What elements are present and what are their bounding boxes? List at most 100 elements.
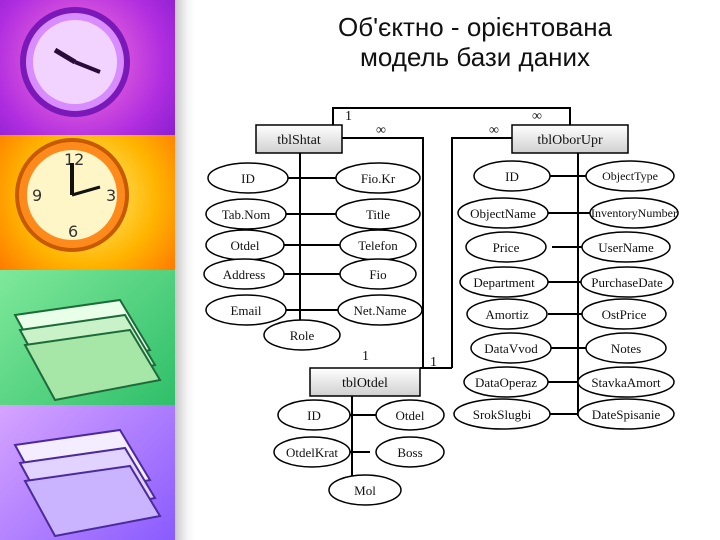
svg-text:Title: Title [366,207,390,222]
slide-title-line-1: Об'єктно - орієнтована [337,12,613,42]
svg-text:Net.Name: Net.Name [353,303,406,318]
svg-text:6: 6 [68,222,78,241]
attribute-ellipse: OtdelKrat [273,436,351,468]
attribute-ellipse: ID [277,399,351,431]
attributes-tblOborUpr: ID ObjectType ObjectName InventoryNumber… [453,160,679,430]
cardinality-one-otdel-obor: 1 [430,355,437,370]
svg-text:9: 9 [32,186,42,205]
books-image-green [0,270,175,405]
svg-text:DataOperaz: DataOperaz [475,375,537,390]
strip-edge-shadow [175,0,195,540]
cardinality-many-shtat: ∞ [376,123,386,138]
svg-text:Price: Price [493,240,520,255]
cardinality-one-otdel-shtat: 1 [362,349,369,364]
slide-title: Об'єктно - орієнтована модель бази даних [300,12,650,72]
svg-text:ID: ID [241,171,255,186]
svg-text:InventoryNumber: InventoryNumber [591,206,677,220]
svg-text:Department: Department [473,275,535,290]
attribute-ellipse: Net.Name [337,294,423,326]
svg-text:UserName: UserName [598,240,654,255]
attributes-tblShtat: ID Fio.Kr Tab.Nom Title Otdel Telefon Ad… [203,162,423,351]
svg-text:OtdelKrat: OtdelKrat [286,445,338,460]
clock-icon: 12 3 6 9 [15,138,129,252]
svg-text:DataVvod: DataVvod [484,341,538,356]
svg-text:Amortiz: Amortiz [485,307,529,322]
slide-title-line-2: модель бази даних [359,42,591,72]
svg-text:Address: Address [223,267,266,282]
attribute-ellipse: PurchaseDate [580,266,674,298]
attribute-ellipse: DateSpisanie [577,398,675,430]
attribute-ellipse: Telefon [339,229,417,261]
entity-tblOborUpr: tblOborUpr [511,124,629,154]
attribute-ellipse: Notes [585,332,667,364]
entity-tblShtat: tblShtat [255,124,343,154]
link-shtat-otdel [342,137,424,368]
attribute-ellipse: InventoryNumber [589,197,679,229]
svg-text:Role: Role [290,328,315,343]
svg-text:ID: ID [307,408,321,423]
attribute-ellipse: OstPrice [581,298,667,330]
attribute-ellipse: Otdel [375,399,445,431]
svg-text:12: 12 [64,150,84,169]
attribute-ellipse: Mol [328,474,402,506]
entity-name: tblOtdel [342,376,388,391]
attribute-ellipse: Amortiz [466,298,548,330]
attribute-ellipse: Boss [375,436,445,468]
attribute-ellipse: Department [459,266,549,298]
attribute-ellipse: Role [263,319,341,351]
attribute-ellipse: ID [473,160,551,192]
attribute-ellipse: Price [465,231,547,263]
attribute-ellipse: ObjectType [585,160,675,192]
svg-text:ID: ID [505,169,519,184]
svg-text:PurchaseDate: PurchaseDate [591,275,663,290]
books-icon [13,428,162,538]
svg-text:StavkaAmort: StavkaAmort [591,375,661,390]
svg-text:Otdel: Otdel [396,408,425,423]
svg-text:Telefon: Telefon [358,238,398,253]
attribute-ellipse: SrokSlugbi [453,398,551,430]
cardinality-many-obor: ∞ [489,123,499,138]
attribute-ellipse: DataOperaz [463,366,549,398]
svg-text:Fio: Fio [369,267,386,282]
svg-text:SrokSlugbi: SrokSlugbi [473,407,532,422]
entity-tblOtdel: tblOtdel [309,367,421,397]
svg-text:Mol: Mol [354,483,376,498]
cardinality-one-shtat-obor: 1 [345,109,352,124]
relationship-lines [272,107,590,488]
clock-image-orange: 12 3 6 9 [0,135,175,270]
attributes-tblOtdel: ID Otdel OtdelKrat Boss Mol [273,399,445,506]
svg-text:Fio.Kr: Fio.Kr [361,171,396,186]
clock-icon [20,7,130,117]
attribute-ellipse: UserName [581,231,671,263]
attribute-ellipse: Otdel [205,229,285,261]
entity-name: tblOborUpr [537,133,603,148]
attribute-ellipse: Title [335,198,421,230]
svg-text:Tab.Nom: Tab.Nom [222,207,271,222]
clock-image-purple [0,0,175,135]
attribute-ellipse: ID [207,162,289,194]
svg-text:OstPrice: OstPrice [602,307,647,322]
attribute-ellipse: Fio [339,258,417,290]
attribute-ellipse: StavkaAmort [577,366,675,398]
link-otdel-obor [451,137,512,368]
svg-text:Email: Email [230,303,261,318]
books-image-violet [0,405,175,540]
svg-text:Boss: Boss [397,445,422,460]
svg-text:3: 3 [106,186,116,205]
attribute-ellipse: Fio.Kr [335,162,421,194]
attribute-ellipse: DataVvod [470,332,552,364]
link-shtat-obor [332,107,571,125]
svg-text:Otdel: Otdel [231,238,260,253]
books-icon [13,298,162,402]
cardinality-many-shtat-obor: ∞ [532,109,542,124]
svg-text:DateSpisanie: DateSpisanie [592,407,661,422]
svg-text:Notes: Notes [611,341,641,356]
attribute-ellipse: Address [203,258,285,290]
attribute-ellipse: Tab.Nom [205,198,287,230]
entity-name: tblShtat [277,133,321,148]
attribute-ellipse: ObjectName [457,197,549,229]
svg-text:ObjectType: ObjectType [602,169,658,183]
svg-text:ObjectName: ObjectName [470,206,536,221]
attribute-ellipse: Email [205,294,287,326]
